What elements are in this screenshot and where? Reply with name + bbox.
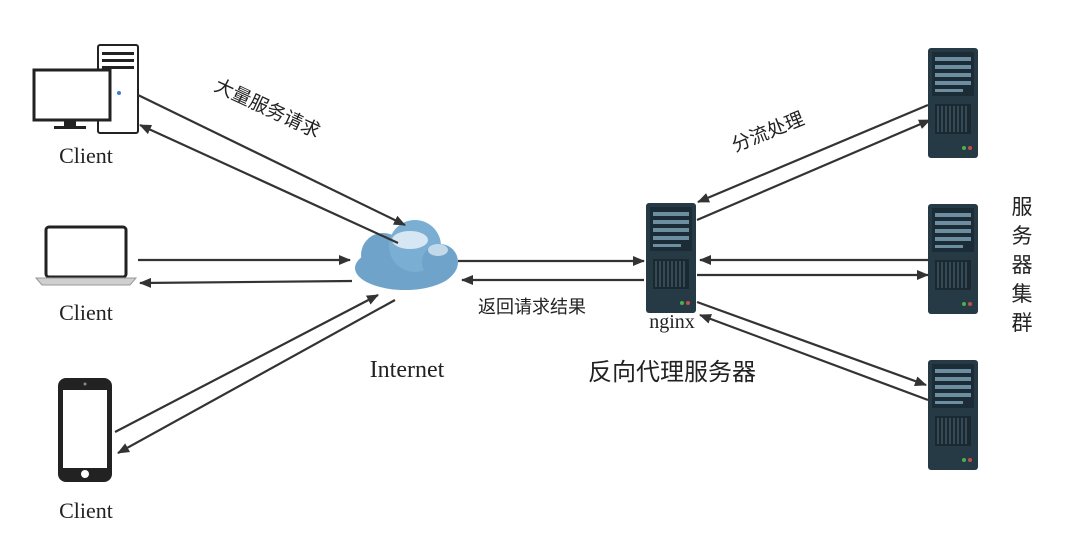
client-label-2: Client [59,300,113,325]
client-smartphone: Client [58,378,113,523]
cluster-label-char: 服 [1012,195,1033,219]
reply-arrow [699,313,929,402]
cluster-label-char: 群 [1012,311,1033,335]
internet-label: Internet [370,357,445,383]
server-icon [927,47,979,159]
reply-arrow [697,103,929,204]
return-label: 返回请求结果 [478,297,586,318]
server-icon [645,202,697,314]
request-arrow [114,294,379,433]
client-laptop: Client [34,225,138,325]
proxy-title: 反向代理服务器 [588,358,756,386]
client-internet-arrows [114,94,406,454]
smartphone-icon [58,378,112,482]
client-label-3: Client [59,498,113,523]
internet-proxy-arrows [458,256,645,285]
server-cluster-label: 服 务 器 集 群 [1012,195,1033,335]
cloud-icon [355,220,458,290]
response-arrow [117,299,396,454]
server-icon [927,359,979,471]
internet-cloud: Internet [355,220,458,383]
proxy-name: nginx [649,311,695,333]
server-icon [927,203,979,315]
nginx-proxy: nginx 反向代理服务器 [588,202,756,386]
cluster-label-char: 务 [1012,224,1033,248]
requests-label: 大量服务请求 [211,75,324,143]
client-desktop: Client [32,44,139,168]
laptop-icon [34,225,138,286]
response-arrow [139,123,399,245]
cluster-label-char: 器 [1012,253,1033,277]
cluster-label-char: 集 [1012,282,1033,306]
distribution-label: 分流处理 [729,108,808,157]
response-arrow [139,277,353,288]
dispatch-arrow [696,300,927,387]
desktop-computer-icon [32,44,139,134]
server-cluster: 服 务 器 集 群 [927,47,1033,471]
client-label-1: Client [59,143,113,168]
proxy-server-arrows [696,103,931,402]
dispatch-arrow [696,118,931,222]
request-arrow [137,94,406,226]
